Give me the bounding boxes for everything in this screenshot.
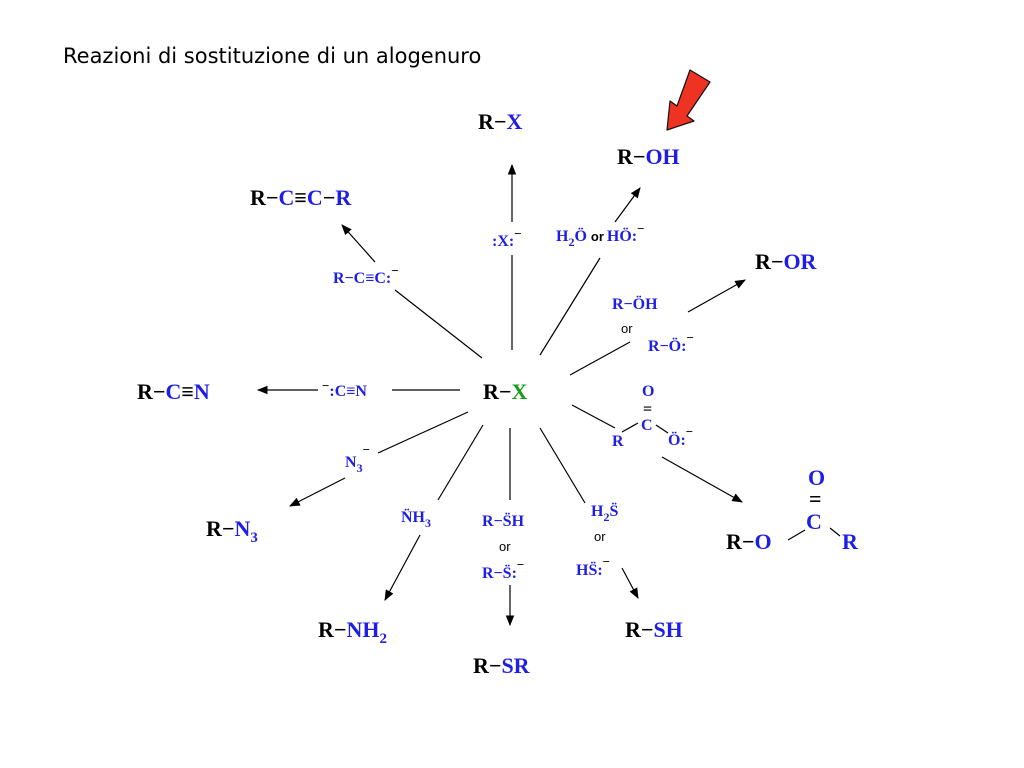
svg-text:C: C	[641, 417, 653, 434]
highlight-arrow-icon	[666, 69, 711, 131]
svg-text:R−Ö:−: R−Ö:−	[648, 330, 694, 355]
reagent-thiol-thiolate: R−S̈H or R−S̈:−	[482, 512, 525, 582]
reagent-cyanide: −:C≡N	[322, 378, 367, 400]
svg-text:or: or	[499, 539, 511, 554]
product-alkyne: R−C≡C−R	[250, 185, 352, 210]
product-amine: R−NH2	[318, 617, 387, 647]
svg-text:H2S̈: H2S̈	[591, 502, 618, 524]
svg-text:O: O	[642, 383, 654, 400]
product-ether: R−OR	[755, 249, 818, 274]
svg-text:Ö:−: Ö:−	[668, 424, 693, 449]
svg-text:=: =	[643, 401, 652, 418]
product-sulfide: R−SR	[473, 653, 531, 678]
svg-text:R: R	[842, 529, 859, 554]
product-alcohol: R−OH	[617, 144, 680, 169]
reagent-halide: :X:−	[492, 226, 522, 250]
product-ester: R−O C R O =	[726, 465, 859, 554]
svg-text:O: O	[808, 465, 825, 490]
svg-text:R−S̈H: R−S̈H	[482, 512, 525, 530]
svg-text:R−S̈:−: R−S̈:−	[482, 557, 524, 582]
center-substrate: R−X	[483, 379, 527, 404]
reaction-lines	[256, 163, 746, 627]
reagent-carboxylate: O = C R Ö:−	[612, 383, 693, 450]
svg-text:C: C	[806, 509, 822, 534]
svg-text:HS̈:−: HS̈:−	[576, 554, 610, 579]
product-thiol: R−SH	[625, 617, 683, 642]
svg-text:R−ÖH: R−ÖH	[612, 295, 658, 313]
product-nitrile: R−C≡N	[137, 379, 210, 404]
reagent-alcohol-alkoxide: R−ÖH or R−Ö:−	[612, 295, 694, 355]
page-title: Reazioni di sostituzione di un alogenuro	[63, 44, 482, 68]
product-azide: R−N3	[206, 516, 258, 546]
svg-text:=: =	[809, 486, 822, 511]
svg-text:or: or	[594, 529, 606, 544]
svg-text:or: or	[621, 321, 633, 336]
svg-text:R−O: R−O	[726, 529, 772, 554]
reagent-ammonia: N̈H3	[401, 509, 431, 530]
reagent-azide: N3−	[345, 442, 370, 475]
reagent-acetylide: R−C≡C:−	[333, 263, 399, 287]
svg-text:R: R	[612, 433, 624, 450]
reagent-h2s-hydrosulfide: H2S̈ or HS̈:−	[576, 502, 618, 579]
product-alkyl-halide: R−X	[478, 109, 522, 134]
